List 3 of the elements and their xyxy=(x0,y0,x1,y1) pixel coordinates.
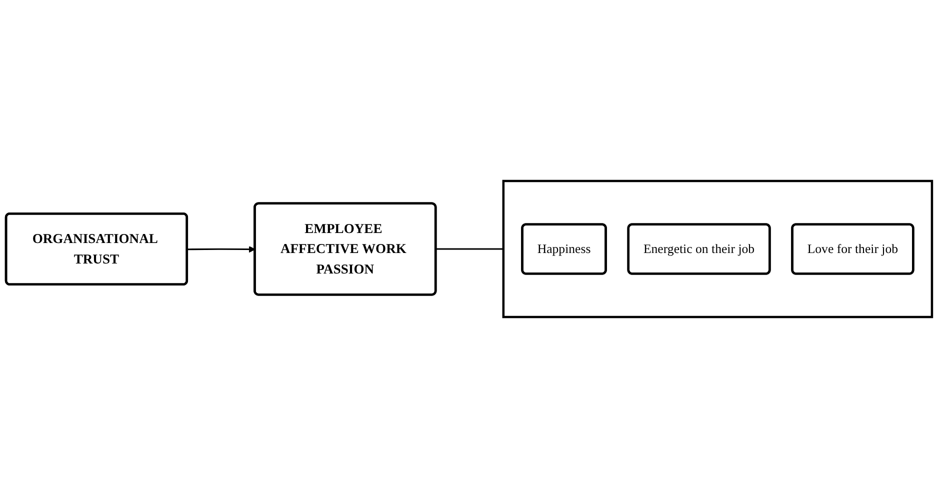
arrow xyxy=(187,246,256,253)
cluster xyxy=(502,180,934,318)
connector xyxy=(436,248,504,250)
